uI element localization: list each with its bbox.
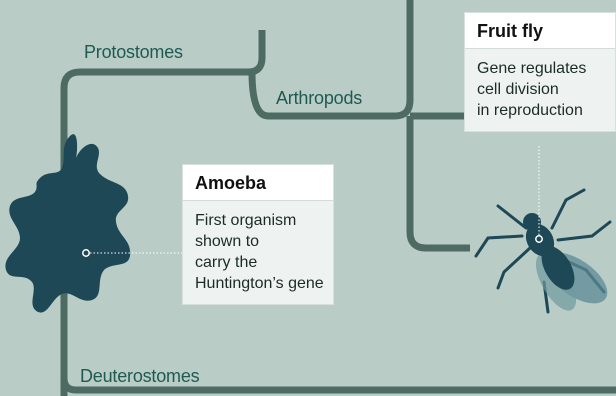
- amoeba-icon: [5, 134, 182, 312]
- fruit-fly-description: Gene regulates cell division in reproduc…: [465, 49, 615, 131]
- amoeba-description-line: shown to: [195, 231, 321, 252]
- amoeba-description-line: Huntington’s gene: [195, 273, 321, 294]
- fruit-fly-description-line: in reproduction: [477, 100, 603, 121]
- amoeba-title: Amoeba: [183, 165, 333, 201]
- protostomes-label: Protostomes: [84, 42, 183, 63]
- fruit-fly-icon: [476, 146, 616, 317]
- fruit-fly-info-card: Fruit fly Gene regulates cell division i…: [464, 12, 616, 132]
- amoeba-info-card: Amoeba First organism shown to carry the…: [182, 164, 334, 305]
- fruit-fly-title: Fruit fly: [465, 13, 615, 49]
- arthropods-label: Arthropods: [276, 88, 362, 109]
- amoeba-description: First organism shown to carry the Huntin…: [183, 201, 333, 304]
- fruit-fly-description-line: Gene regulates: [477, 58, 603, 79]
- deuterostomes-label: Deuterostomes: [80, 366, 199, 387]
- amoeba-description-line: First organism: [195, 210, 321, 231]
- amoeba-description-line: carry the: [195, 252, 321, 273]
- fruit-fly-description-line: cell division: [477, 79, 603, 100]
- fly-lineage-line: [410, 116, 470, 248]
